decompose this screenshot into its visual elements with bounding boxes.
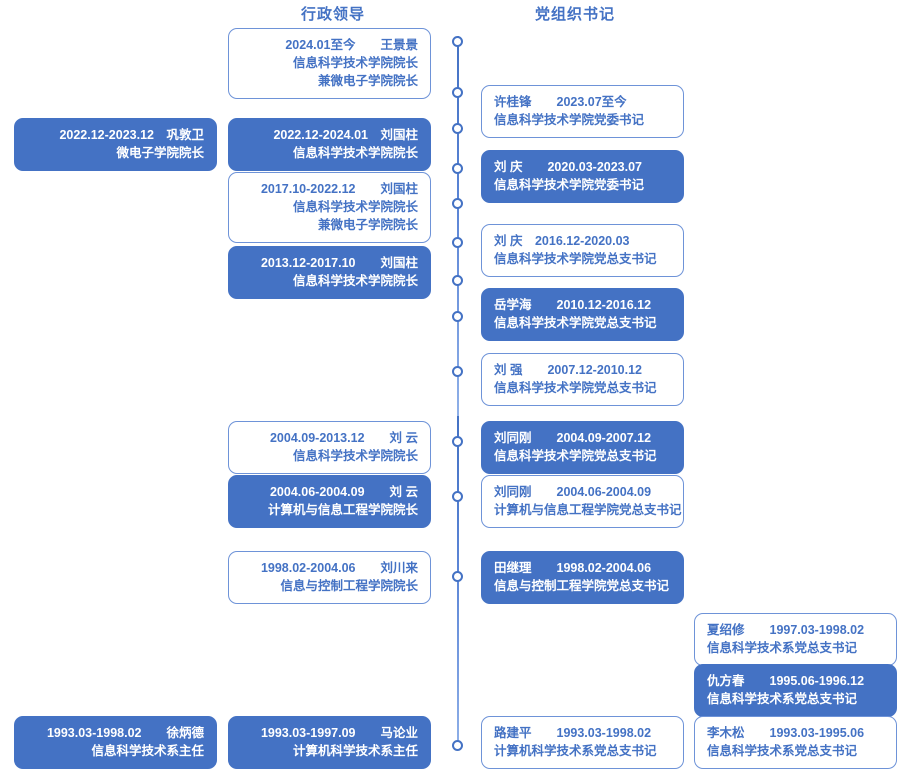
timeline-node-dot[interactable]	[452, 366, 463, 377]
card-text-line-2: 信息科学技术学院院长	[292, 200, 418, 215]
timeline-node-dot[interactable]	[452, 163, 463, 174]
card-text-line-2: 信息与控制工程学院党总支书记	[494, 579, 670, 594]
card-text-line-2: 信息科学技术学院院长	[292, 146, 418, 161]
card-text-line-2: 信息科学技术系党总支书记	[707, 692, 858, 707]
card-text-line-2: 计算机科学技术系主任	[292, 744, 418, 759]
timeline-axis-segment	[457, 416, 459, 750]
card-text-line-2: 信息与控制工程学院院长	[280, 579, 418, 594]
card-text-line-1: 刘 庆 2020.03-2023.07	[494, 160, 643, 174]
timeline-node-dot[interactable]	[452, 491, 463, 502]
admin-card-liu-yun-2004-09[interactable]: 2004.09-2013.12 刘 云信息科学技术学院院长	[228, 421, 431, 475]
party-card-liu-qing-2016[interactable]: 刘 庆 2016.12-2020.03 信息科学技术学院党总支书记	[481, 224, 684, 278]
card-text-line-1: 路建平 1993.03-1998.02	[494, 726, 652, 740]
card-text-line-1: 1998.02-2004.06 刘川来	[260, 561, 418, 575]
timeline-node-dot[interactable]	[452, 87, 463, 98]
party-card-tian-jili-1998[interactable]: 田继理 1998.02-2004.06 信息与控制工程学院党总支书记	[481, 551, 684, 605]
card-text-line-2: 信息科学技术系主任	[91, 744, 204, 759]
card-text-line-1: 2004.09-2013.12 刘 云	[269, 431, 418, 445]
timeline-node-dot[interactable]	[452, 571, 463, 582]
column-header-admin-leadership: 行政领导	[301, 6, 366, 23]
card-text-line-2: 信息科学技术学院党总支书记	[494, 381, 657, 396]
card-text-line-1: 刘 庆 2016.12-2020.03	[494, 234, 630, 248]
card-text-line-2: 信息科学技术学院院长	[292, 449, 418, 464]
admin-card-liu-guozhu-2013[interactable]: 2013.12-2017.10 刘国柱信息科学技术学院院长	[228, 246, 431, 300]
card-text-line-2: 信息科学技术学院党总支书记	[494, 252, 657, 267]
timeline-node-dot[interactable]	[452, 36, 463, 47]
party-card-lu-jianping-1993[interactable]: 路建平 1993.03-1998.02 计算机科学技术系党总支书记	[481, 716, 684, 770]
card-text-line-1: 许桂锋 2023.07至今	[494, 95, 627, 109]
admin-card-ma-lunye-1993[interactable]: 1993.03-1997.09 马论业计算机科学技术系主任	[228, 716, 431, 770]
card-text-line-2: 信息科学技术系党总支书记	[707, 641, 858, 656]
party-extra-card-qiu-fangchun-1995[interactable]: 仇方春 1995.06-1996.12 信息科学技术系党总支书记	[694, 664, 897, 718]
card-text-line-2: 信息科学技术学院党委书记	[494, 113, 645, 128]
admin-card-gong-dunwei-2022[interactable]: 2022.12-2023.12 巩敦卫微电子学院院长	[14, 118, 217, 172]
card-text-line-3: 兼微电子学院院长	[317, 218, 418, 233]
admin-card-xu-bingde-1993[interactable]: 1993.03-1998.02 徐炳德信息科学技术系主任	[14, 716, 217, 770]
card-text-line-1: 岳学海 2010.12-2016.12	[494, 298, 652, 312]
party-card-liu-qiang-2007[interactable]: 刘 强 2007.12-2010.12 信息科学技术学院党总支书记	[481, 353, 684, 407]
party-card-xu-guifeng-2023[interactable]: 许桂锋 2023.07至今信息科学技术学院党委书记	[481, 85, 684, 139]
card-text-line-2: 信息科学技术系党总支书记	[707, 744, 858, 759]
card-text-line-2: 信息科学技术学院党委书记	[494, 178, 645, 193]
timeline-node-dot[interactable]	[452, 436, 463, 447]
card-text-line-1: 2024.01至今 王景景	[285, 38, 418, 52]
card-text-line-1: 刘同刚 2004.09-2007.12	[494, 431, 652, 445]
card-text-line-3: 兼微电子学院院长	[317, 74, 418, 89]
card-text-line-2: 计算机与信息工程学院党总支书记	[494, 503, 682, 518]
timeline-node-dot[interactable]	[452, 198, 463, 209]
card-text-line-1: 刘 强 2007.12-2010.12	[494, 363, 643, 377]
card-text-line-2: 信息科学技术学院党总支书记	[494, 316, 657, 331]
card-text-line-2: 信息科学技术学院党总支书记	[494, 449, 657, 464]
timeline-node-dot[interactable]	[452, 123, 463, 134]
card-text-line-1: 1993.03-1998.02 徐炳德	[46, 726, 204, 740]
card-text-line-1: 2004.06-2004.09 刘 云	[269, 485, 418, 499]
admin-card-liu-chuanlai-1998[interactable]: 1998.02-2004.06 刘川来信息与控制工程学院院长	[228, 551, 431, 605]
party-card-liu-tonggang-2004-09[interactable]: 刘同刚 2004.09-2007.12 信息科学技术学院党总支书记	[481, 421, 684, 475]
card-text-line-1: 2022.12-2023.12 巩敦卫	[59, 128, 204, 142]
card-text-line-2: 计算机科学技术系党总支书记	[494, 744, 657, 759]
card-text-line-1: 田继理 1998.02-2004.06	[494, 561, 652, 575]
admin-card-liu-yun-2004-06[interactable]: 2004.06-2004.09 刘 云计算机与信息工程学院院长	[228, 475, 431, 529]
admin-card-liu-guozhu-2022[interactable]: 2022.12-2024.01 刘国柱信息科学技术学院院长	[228, 118, 431, 172]
card-text-line-2: 计算机与信息工程学院院长	[267, 503, 418, 518]
timeline-node-dot[interactable]	[452, 275, 463, 286]
timeline-node-dot[interactable]	[452, 237, 463, 248]
timeline-node-dot[interactable]	[452, 311, 463, 322]
timeline-node-dot[interactable]	[452, 740, 463, 751]
party-extra-card-xia-shaoxiu-1997[interactable]: 夏绍修 1997.03-1998.02 信息科学技术系党总支书记	[694, 613, 897, 667]
card-text-line-2: 信息科学技术学院院长	[292, 274, 418, 289]
card-text-line-1: 2022.12-2024.01 刘国柱	[273, 128, 418, 142]
card-text-line-1: 刘同刚 2004.06-2004.09	[494, 485, 652, 499]
admin-card-liu-guozhu-2017[interactable]: 2017.10-2022.12 刘国柱信息科学技术学院院长兼微电子学院院长	[228, 172, 431, 244]
card-text-line-1: 夏绍修 1997.03-1998.02	[707, 623, 865, 637]
card-text-line-2: 信息科学技术学院院长	[292, 56, 418, 71]
party-card-yue-xuehai-2010[interactable]: 岳学海 2010.12-2016.12 信息科学技术学院党总支书记	[481, 288, 684, 342]
party-card-liu-tonggang-2004-06[interactable]: 刘同刚 2004.06-2004.09 计算机与信息工程学院党总支书记	[481, 475, 684, 529]
card-text-line-1: 李木松 1993.03-1995.06	[707, 726, 865, 740]
timeline-axis-segment	[457, 36, 459, 416]
admin-card-wang-jingjing-2024[interactable]: 2024.01至今 王景景信息科学技术学院院长兼微电子学院院长	[228, 28, 431, 100]
party-extra-card-li-musong-1993[interactable]: 李木松 1993.03-1995.06 信息科学技术系党总支书记	[694, 716, 897, 770]
column-header-party-secretary: 党组织书记	[535, 6, 616, 23]
card-text-line-2: 微电子学院院长	[116, 146, 204, 161]
card-text-line-1: 仇方春 1995.06-1996.12	[707, 674, 865, 688]
card-text-line-1: 1993.03-1997.09 马论业	[260, 726, 418, 740]
card-text-line-1: 2013.12-2017.10 刘国柱	[260, 256, 418, 270]
card-text-line-1: 2017.10-2022.12 刘国柱	[260, 182, 418, 196]
party-card-liu-qing-2020[interactable]: 刘 庆 2020.03-2023.07 信息科学技术学院党委书记	[481, 150, 684, 204]
